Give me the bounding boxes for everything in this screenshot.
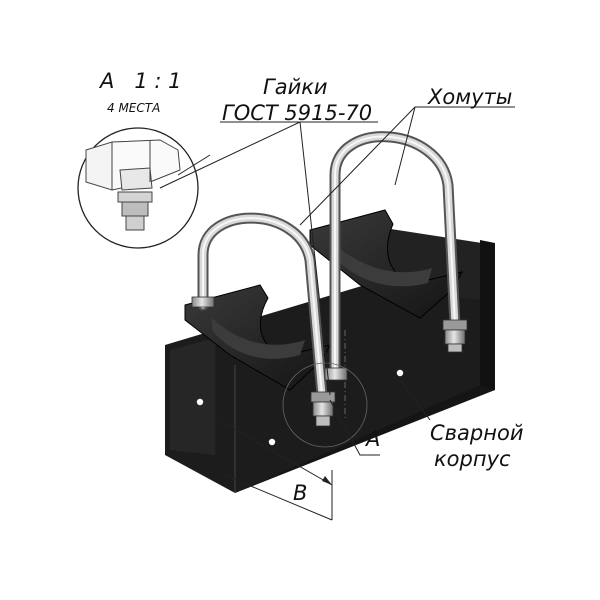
leader-lines [159,106,515,521]
saddle-left [184,284,331,391]
nut-front-right [442,319,468,353]
nut-back-right [324,367,348,381]
detail-title: A 1 : 1 [98,69,182,93]
detail-nut-sketch [85,139,181,231]
dim-b-line [214,417,333,486]
body-front-face [170,338,215,455]
detail-count: 4 МЕСТА [107,101,160,115]
body-right-flange [480,240,495,393]
body-hole-1 [196,398,204,406]
label-dimension-b: B [293,481,307,505]
saddle-right [309,209,463,319]
label-section-a: A [364,427,380,451]
label-clamps: Хомуты [427,85,512,109]
body-hole-2 [268,438,276,446]
nut-back-left [191,296,215,308]
nut-front-left [310,391,336,427]
u-bolt-left [197,212,328,401]
label-nuts-line1: Гайки [263,75,328,99]
section-a-circle [282,362,368,448]
label-nuts-line2: ГОСТ 5915-70 [222,101,372,125]
body-hole-3 [396,369,404,377]
label-body-line1: Сварной [430,421,523,445]
label-body-line2: корпус [434,447,511,471]
u-bolt-right [329,131,461,381]
detail-view-a: A 1 : 1 4 МЕСТА [77,69,199,249]
